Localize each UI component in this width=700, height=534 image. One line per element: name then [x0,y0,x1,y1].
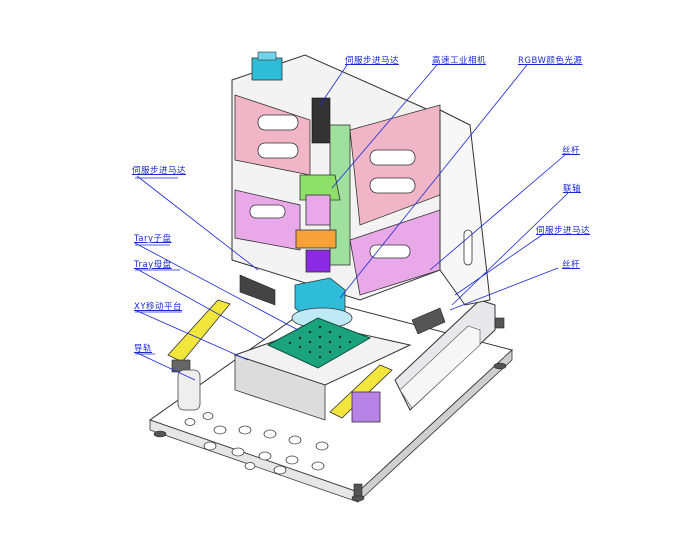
leader-tray-sub [134,242,299,331]
leader-servo-left [136,175,259,271]
vertical-screw-housing [311,97,331,144]
top-motor [251,57,283,81]
base-holes [184,412,329,475]
left-motor-block [239,274,276,306]
right-yellow-axis [329,364,393,419]
label-tray-sub: Tary子盘 [134,234,172,244]
leader-screw-1 [429,154,566,271]
camera-bracket [299,174,341,201]
tray-grid [266,317,372,369]
label-guide-rail: 导轨 [134,344,153,354]
right-post-slot [463,229,473,266]
left-yellow-axis [167,299,231,363]
label-xy-stage: XY移动平台 [134,302,183,312]
leader-screw-2 [449,267,559,311]
base-feet [153,317,507,502]
camera-body [305,194,331,226]
right-side-frame-inner [399,325,481,409]
right-side-post [439,109,491,306]
label-tray-mother: Tray母盘 [134,260,172,270]
leader-servo-right [454,234,543,296]
top-motor-cap [257,51,277,61]
leader-camera [331,64,438,189]
label-servo-motor-right: 伺服步进马达 [536,226,591,236]
xy-stage-side [234,354,326,421]
label-rgbw-light: RGBW颜色光源 [518,56,583,66]
label-lead-screw-2: 丝杆 [562,260,581,270]
leader-xy-stage [134,309,249,361]
orange-coupling [295,229,337,249]
label-servo-motor-top: 伺服步进马达 [345,56,400,66]
magenta-panel-left [234,189,301,251]
leader-servo-top [319,64,348,106]
leader-coupling [451,192,569,306]
label-servo-motor-left: 伺服步进马达 [132,166,187,176]
label-coupling: 联轴 [563,184,582,194]
label-high-speed-camera: 高速工业相机 [432,56,487,66]
right-motor-block [411,307,446,335]
label-lead-screw-1: 丝杆 [562,146,581,156]
leader-guide-rail [134,351,196,381]
panel-slots [249,114,416,259]
leader-rgbw [339,64,528,299]
purple-lens [305,249,331,273]
cable-chain [177,369,201,411]
leader-lines [134,64,569,381]
right-axis-purple [351,391,381,423]
tray-grid-dots [288,325,352,359]
leader-tray-mother [134,267,266,341]
